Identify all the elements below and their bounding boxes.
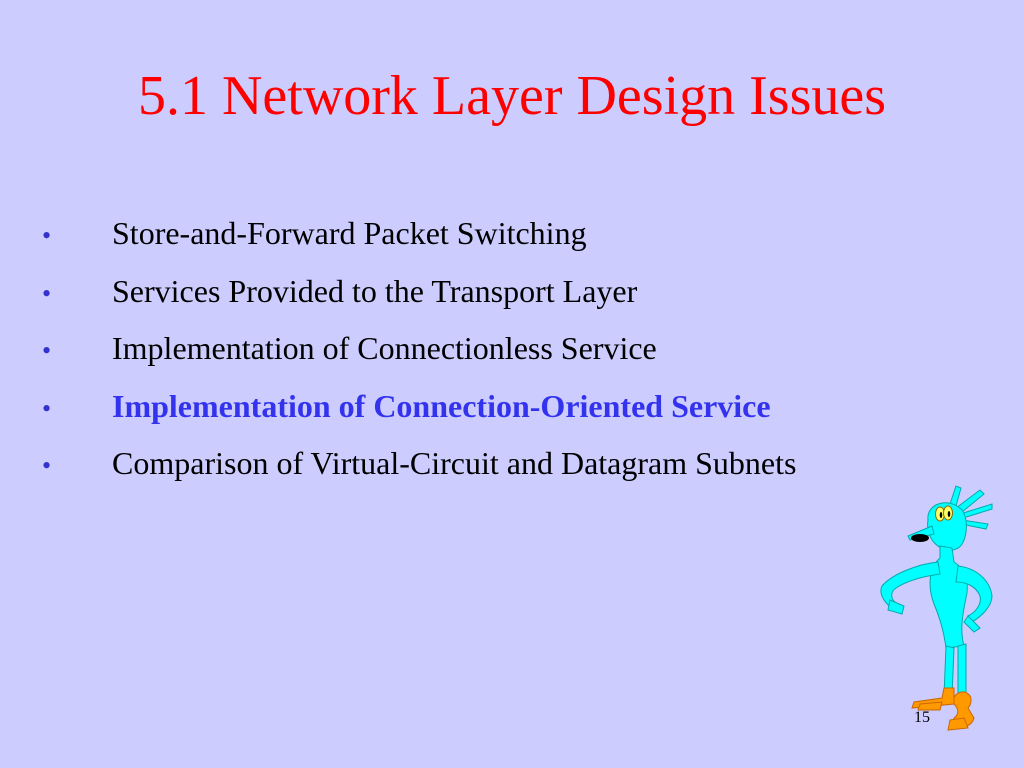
- bullet-item: • Implementation of Connectionless Servic…: [40, 320, 796, 378]
- bullet-text: Services Provided to the Transport Layer: [112, 272, 638, 309]
- cartoon-character-clipart-icon: [880, 485, 993, 731]
- bullet-item: • Services Provided to the Transport Laye…: [40, 263, 796, 321]
- bullet-icon: •: [42, 221, 52, 250]
- bullet-list: • Store-and-Forward Packet Switching • Ser…: [40, 205, 796, 493]
- bullet-icon: •: [42, 278, 52, 308]
- bullet-item: • Comparison of Virtual-Circuit and Datag…: [40, 435, 796, 493]
- slide-title: 5.1 Network Layer Design Issues: [137, 64, 887, 127]
- bullet-icon: •: [42, 336, 52, 365]
- bullet-icon: •: [42, 393, 52, 423]
- bullet-item-highlighted: • Implementation of Connection-Oriented S…: [40, 378, 796, 436]
- bullet-text: Comparison of Virtual-Circuit and Datagr…: [112, 445, 797, 481]
- bullet-icon: •: [42, 451, 52, 480]
- bullet-text: Store-and-Forward Packet Switching: [112, 215, 587, 251]
- bullet-item: • Store-and-Forward Packet Switching: [40, 205, 796, 263]
- bullet-text: Implementation of Connection-Oriented Se…: [112, 387, 771, 424]
- page-number: 15: [914, 709, 930, 726]
- bullet-text: Implementation of Connectionless Service: [112, 330, 657, 366]
